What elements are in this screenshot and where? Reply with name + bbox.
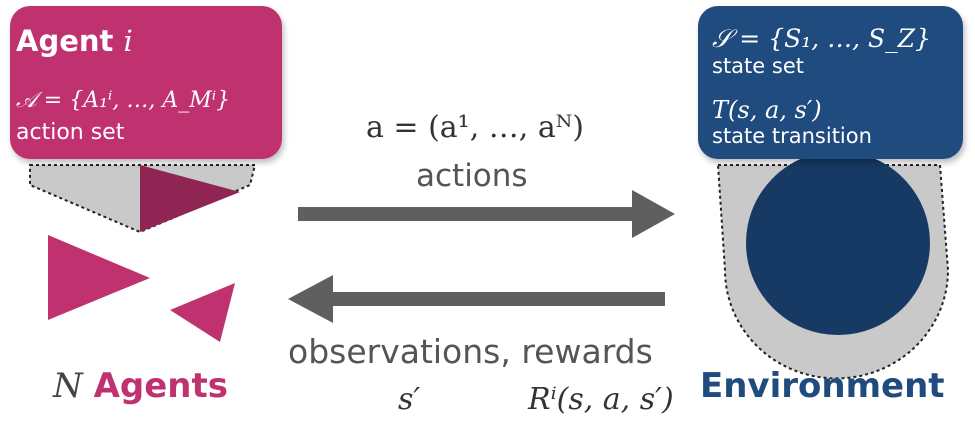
actions-arrow xyxy=(298,190,675,238)
state-set-label: state set xyxy=(712,54,804,78)
agent-title: Agent i xyxy=(16,24,133,58)
state-transition-label: state transition xyxy=(712,124,872,148)
actions-label: actions xyxy=(416,158,528,194)
n-agents-text: Agents xyxy=(93,366,228,406)
action-set-label: action set xyxy=(16,120,125,145)
agent-title-index: i xyxy=(123,24,133,58)
joint-action-math: a = (a¹, …, aᴺ) xyxy=(366,110,584,145)
observations-arrow xyxy=(288,275,665,323)
agent-box xyxy=(10,6,282,159)
agent-triangle-large xyxy=(48,235,150,320)
n-agents-symbol: N xyxy=(53,366,83,406)
n-agents-label: N Agents xyxy=(53,366,228,406)
action-set-math: 𝒜 = {A₁ⁱ, …, A_Mⁱ} xyxy=(16,88,231,113)
environment-circle xyxy=(746,151,930,335)
environment-label: Environment xyxy=(700,366,945,406)
agent-triangle-small xyxy=(170,283,235,342)
environment-box xyxy=(698,6,963,159)
agent-title-text: Agent xyxy=(16,24,114,58)
state-set-math: 𝒮 = {S₁, …, S_Z} xyxy=(712,24,931,53)
zoomed-agent-triangle xyxy=(140,165,240,232)
next-state-math: s′ xyxy=(398,382,421,417)
observations-rewards-label: observations, rewards xyxy=(288,332,653,371)
state-transition-math: T(s, a, s′) xyxy=(712,96,822,124)
reward-math: Rⁱ(s, a, s′) xyxy=(528,382,674,417)
